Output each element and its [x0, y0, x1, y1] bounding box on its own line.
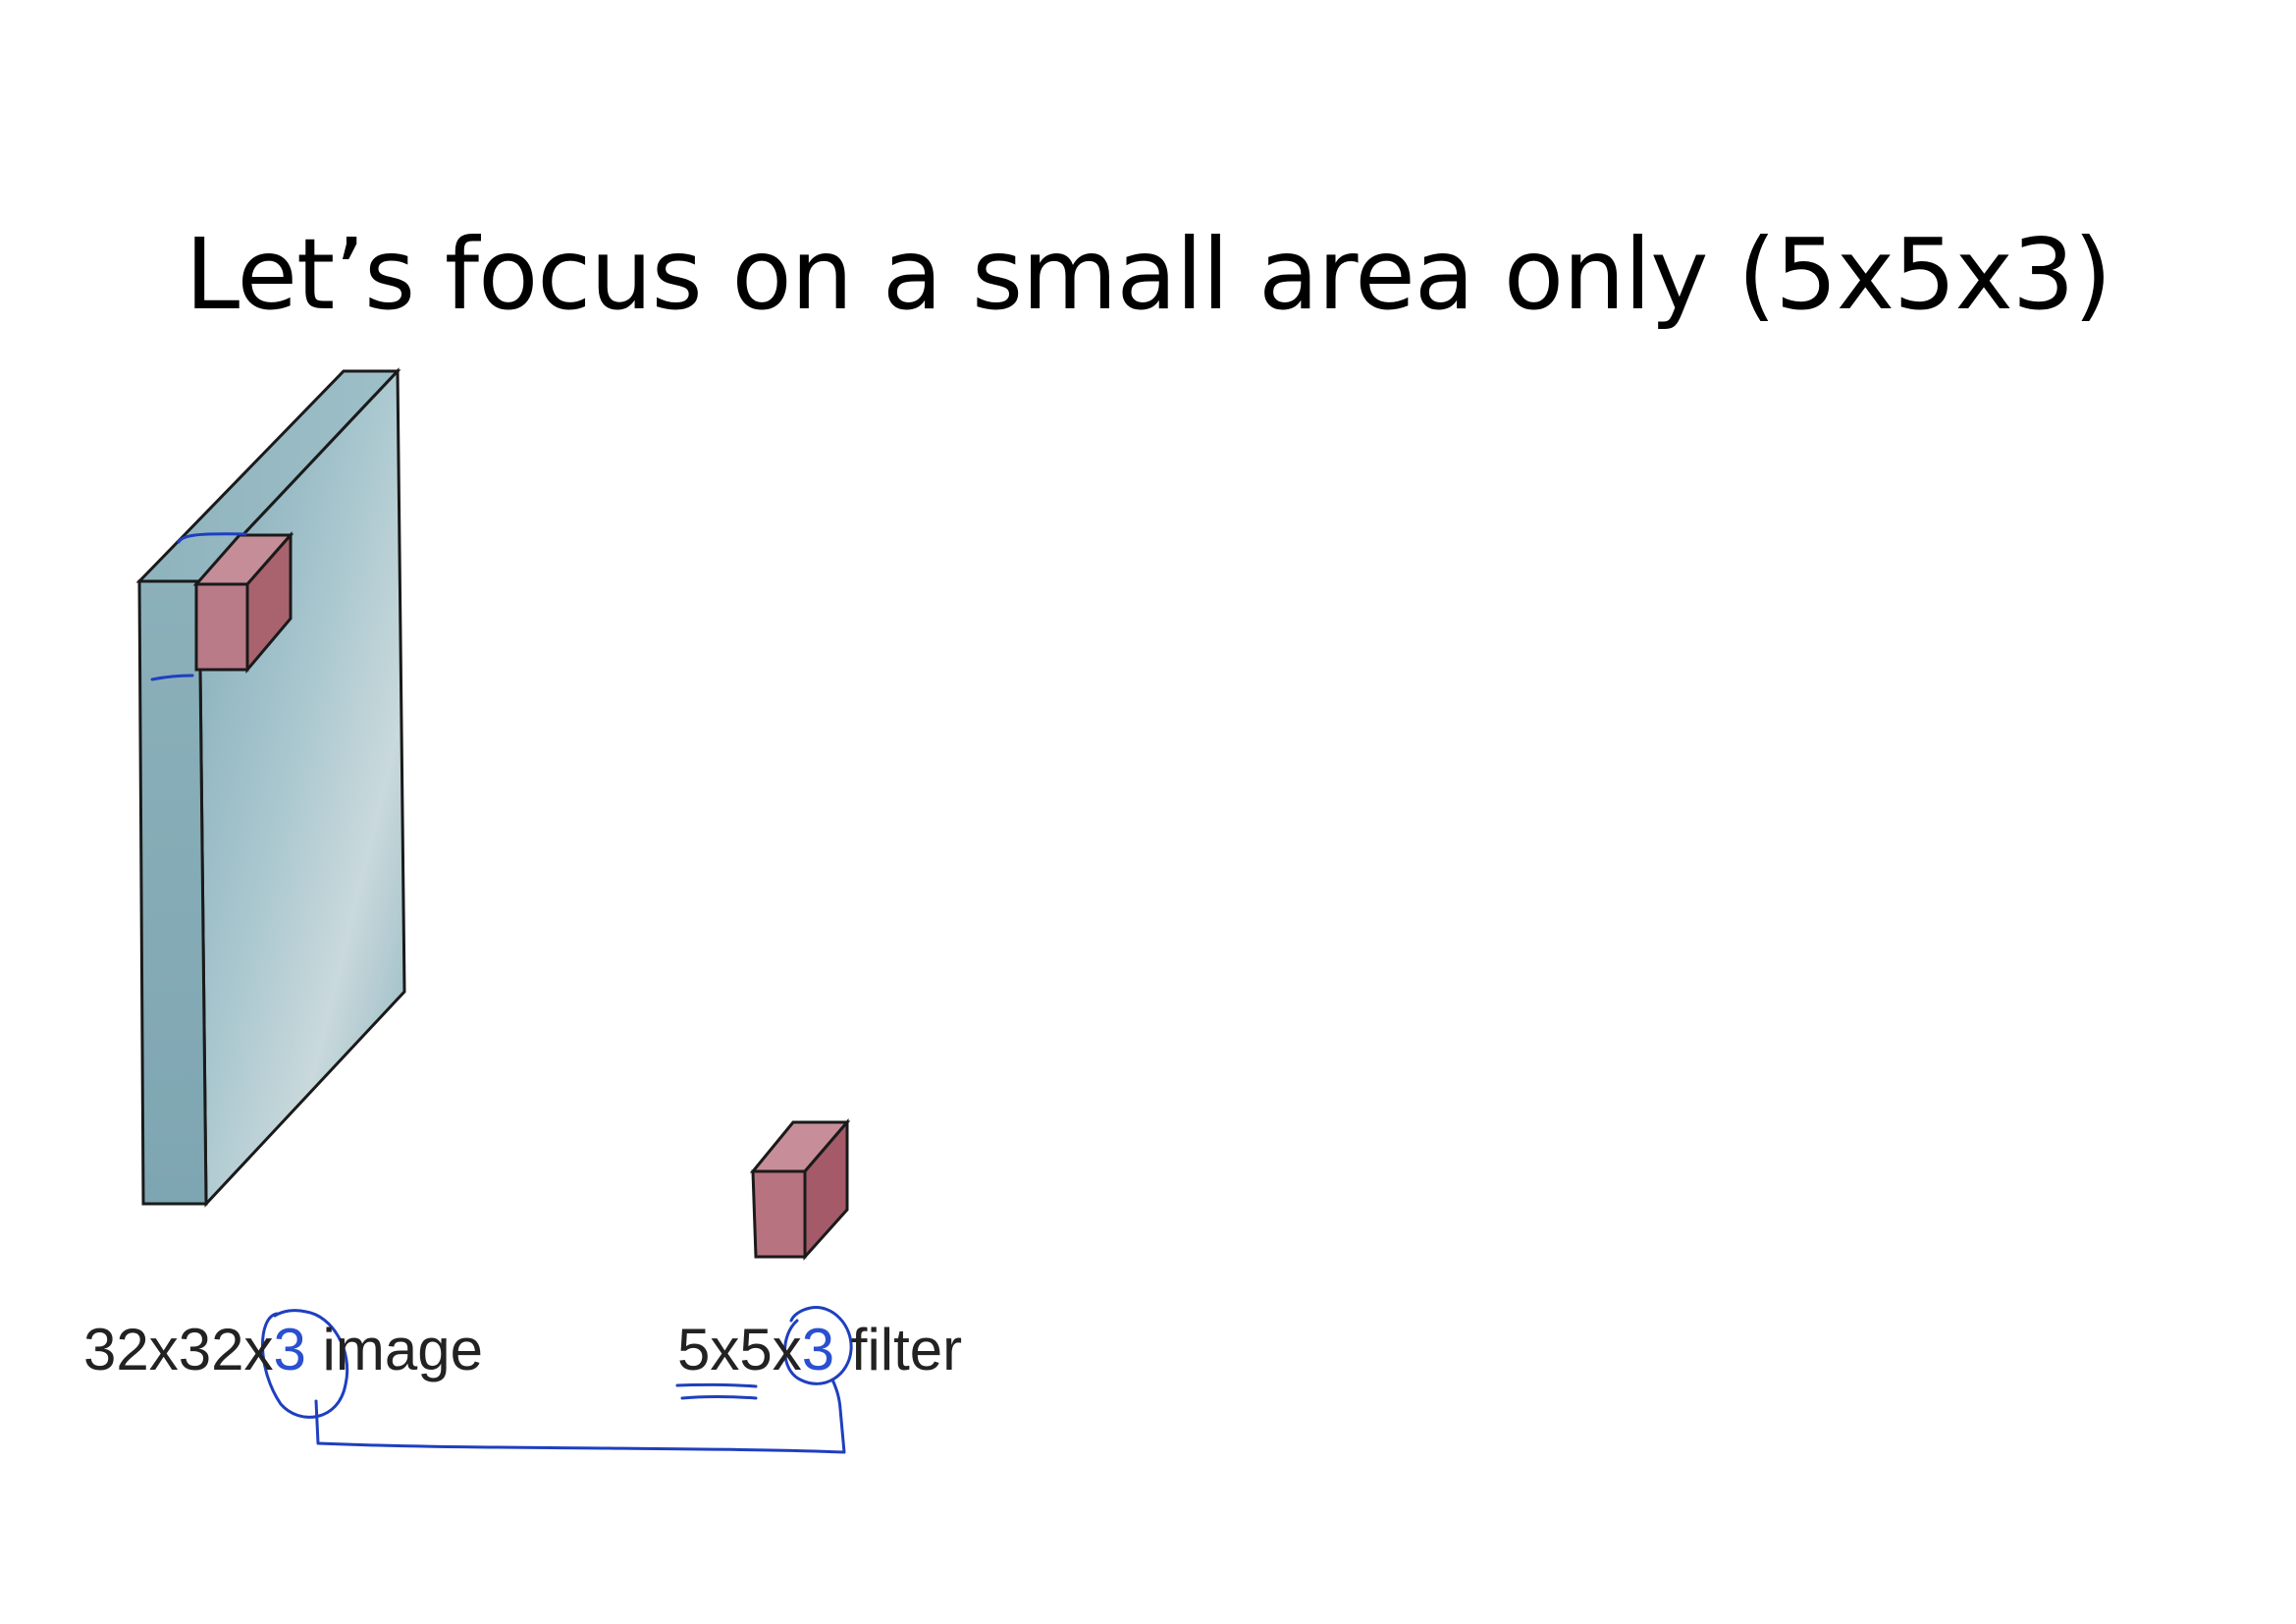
ink-underline-5x5-second: [680, 1395, 758, 1400]
input-volume-left-face: [137, 579, 208, 1206]
filter-label-depth: 3: [801, 1317, 835, 1382]
ink-connector-bracket: [314, 1378, 846, 1454]
filter-label-suffix: filter: [834, 1317, 963, 1382]
ink-mark-top: [177, 532, 247, 544]
filter-dimensions-label: 5x5x3 filter: [677, 1311, 962, 1389]
filter-cube-icon: [749, 1117, 851, 1261]
receptive-field-side-face: [245, 531, 293, 675]
slide-title: Let’s focus on a small area only (5x5x3): [185, 217, 2112, 332]
input-volume-icon: [135, 367, 406, 1208]
receptive-field-front-face: [194, 582, 249, 672]
ink-circle-image-depth: [261, 1309, 349, 1419]
ink-annotations: [150, 532, 853, 1454]
filter-front-face: [751, 1169, 807, 1259]
image-label-depth: 3: [273, 1317, 306, 1382]
ink-mark-bottom: [150, 674, 194, 681]
ink-circle-filter-depth: [783, 1306, 853, 1385]
image-dimensions-label: 32x32x3 image: [83, 1311, 483, 1389]
image-label-suffix: image: [305, 1317, 483, 1382]
receptive-field-cube-icon: [192, 531, 294, 675]
filter-label-prefix: 5x5x: [677, 1317, 802, 1382]
filter-side-face: [803, 1117, 849, 1261]
image-label-prefix: 32x32x: [83, 1317, 274, 1382]
ink-underline-5x5: [675, 1382, 758, 1388]
